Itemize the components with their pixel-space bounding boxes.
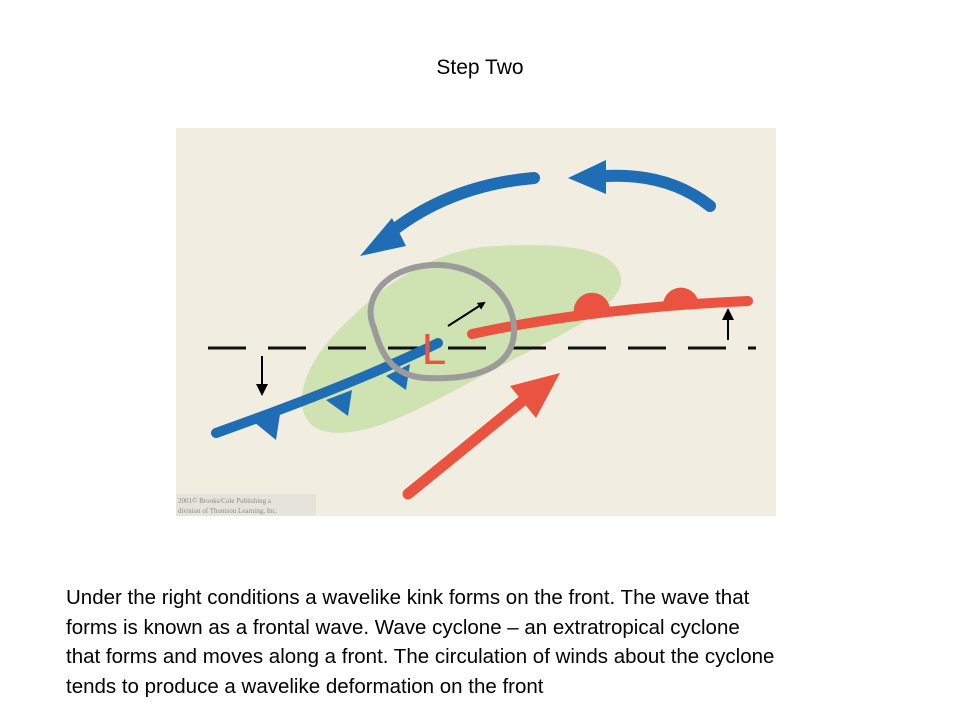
svg-text:division of Thomson Learning,: division of Thomson Learning, Inc. (178, 507, 278, 515)
caption-line: Under the right conditions a wavelike ki… (66, 586, 750, 609)
isobar-ellipse (367, 261, 518, 382)
image-credit: 2001© Brooks/Cole Publishing a division … (176, 494, 316, 516)
low-motion-arrow (447, 301, 486, 327)
warm-front-semicircle (573, 292, 610, 314)
cold-air-arrow-left (360, 172, 540, 256)
warm-front-line (467, 296, 753, 339)
front-shift-up-arrow (722, 308, 734, 340)
warm-front-semicircle (663, 287, 698, 304)
slide-title: Step Two (436, 56, 524, 79)
caption-line: forms is known as a frontal wave. Wave c… (66, 615, 740, 639)
front-shift-down-arrow (256, 356, 268, 396)
warm-air-arrow (402, 373, 560, 500)
cold-front-triangle (326, 390, 352, 416)
caption-text: Under the right conditions a wavelike ki… (66, 583, 926, 701)
caption-line: tends to produce a wavelike deformation … (66, 674, 544, 698)
low-pressure-symbol: L (422, 325, 446, 374)
precipitation-area (301, 245, 622, 433)
cold-air-arrow-right (568, 160, 716, 212)
cold-front-line (211, 338, 443, 438)
cold-front-triangle (254, 414, 280, 440)
caption-line: that forms and moves along a front. The … (66, 645, 775, 668)
frontal-wave-diagram: L 2001© Brooks/Cole Publish (176, 128, 776, 516)
svg-text:2001© Brooks/Cole Publishing a: 2001© Brooks/Cole Publishing a (178, 497, 272, 505)
